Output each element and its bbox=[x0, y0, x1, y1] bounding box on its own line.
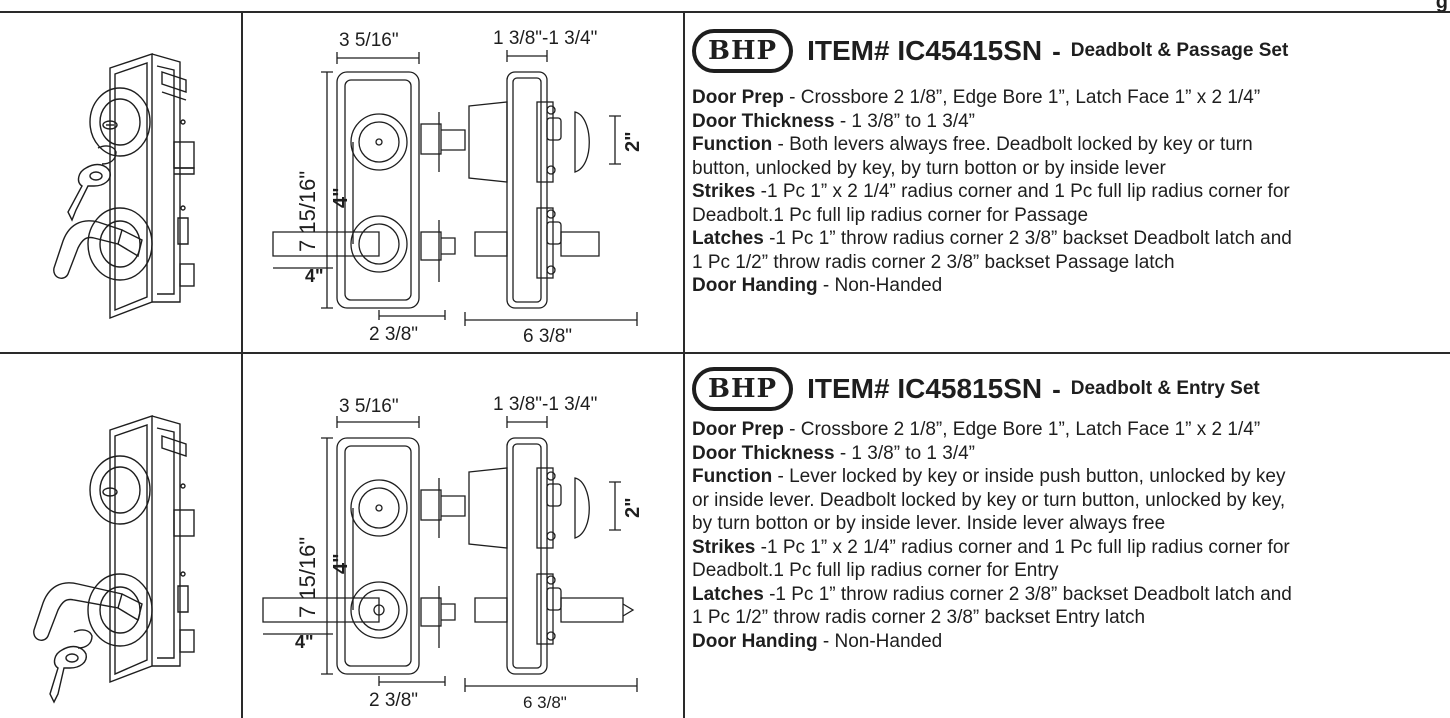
spec-list: Door Prep - Crossbore 2 1/8”, Edge Bore … bbox=[692, 418, 1450, 653]
spec-latches-cont: 1 Pc 1/2” throw radis corner 2 3/8” back… bbox=[692, 251, 1175, 273]
isometric-drawing-cell bbox=[2, 354, 241, 718]
spec-function: Function - Both levers always free. Dead… bbox=[692, 134, 1253, 155]
spec-strikes: Strikes -1 Pc 1” x 2 1/4” radius corner … bbox=[692, 181, 1290, 202]
row-divider bbox=[0, 352, 1450, 354]
dimension-drawing-cell: 3 5/16" 1 3/8"-1 3/4" 7 15/16" 4" 4" 2 3… bbox=[243, 354, 683, 718]
product-row-passage: 3 5/16" 1 3/8"-1 3/4" 7 15/16" 4" 4" 2 3… bbox=[0, 12, 1450, 352]
dim-width-label: 3 5/16" bbox=[339, 396, 399, 417]
spec-door-prep: Door Prep - Crossbore 2 1/8”, Edge Bore … bbox=[692, 419, 1261, 440]
page-mark: g bbox=[1435, 0, 1448, 13]
spec-strikes: Strikes -1 Pc 1” x 2 1/4” radius corner … bbox=[692, 536, 1290, 558]
dim-door-range-label: 1 3/8"-1 3/4" bbox=[493, 394, 597, 415]
spec-function-cont: or inside lever. Deadbolt locked by key … bbox=[692, 489, 1286, 511]
spec-function-cont-2: by turn botton or by inside lever. Insid… bbox=[692, 513, 1166, 534]
dimension-drawing: 3 5/16" 1 3/8"-1 3/4" 7 15/16" 4" 4" 2 3… bbox=[262, 394, 644, 712]
spec-latches-cont: 1 Pc 1/2” throw radis corner 2 3/8” back… bbox=[692, 607, 1146, 628]
spec-door-handing: Door Handing - Non-Handed bbox=[692, 630, 943, 652]
dim-bolt-label: 2" bbox=[622, 497, 644, 518]
spec-cell: BHP ITEM# IC45815SN - Deadbolt & Entry S… bbox=[685, 354, 1450, 718]
spec-door-handing: Door Handing - Non-Handed bbox=[692, 275, 943, 296]
dimension-drawing-cell: 3 5/16" 1 3/8"-1 3/4" 7 15/16" 4" 4" 2 3… bbox=[243, 12, 683, 352]
dim-lever-label: 4" bbox=[305, 266, 324, 286]
bhp-logo: BHP bbox=[692, 29, 794, 73]
dim-backset-label: 2 3/8" bbox=[369, 324, 418, 345]
dim-lever-label: 4" bbox=[295, 632, 314, 652]
product-subtitle: Deadbolt & Entry Set bbox=[1070, 378, 1260, 399]
spec-door-thickness: Door Thickness - 1 3/8” to 1 3/4” bbox=[692, 442, 976, 464]
dim-height-label: 7 15/16" bbox=[295, 171, 320, 252]
dim-door-range-label: 1 3/8"-1 3/4" bbox=[493, 28, 597, 49]
item-number: ITEM# IC45415SN bbox=[807, 35, 1043, 66]
isometric-lockset-drawing bbox=[33, 415, 195, 704]
dim-spacing-label: 4" bbox=[330, 553, 352, 574]
column-divider-right bbox=[683, 12, 685, 718]
dim-overall-label: 6 3/8" bbox=[523, 326, 572, 347]
dim-backset-label: 2 3/8" bbox=[369, 690, 418, 711]
spec-strikes-cont: Deadbolt.1 Pc full lip radius corner for… bbox=[692, 560, 1059, 581]
spec-latches: Latches -1 Pc 1” throw radius corner 2 3… bbox=[692, 228, 1292, 249]
dim-bolt-label: 2" bbox=[622, 131, 644, 152]
spec-latches: Latches -1 Pc 1” throw radius corner 2 3… bbox=[692, 583, 1292, 605]
product-row-entry: 3 5/16" 1 3/8"-1 3/4" 7 15/16" 4" 4" 2 3… bbox=[0, 354, 1450, 718]
item-number: ITEM# IC45815SN bbox=[807, 373, 1043, 404]
column-divider-left bbox=[241, 12, 243, 718]
dim-overall-label: 6 3/8" bbox=[523, 693, 567, 712]
title-separator: - bbox=[1052, 35, 1061, 66]
spec-door-prep: Door Prep - Crossbore 2 1/8”, Edge Bore … bbox=[692, 87, 1261, 108]
product-subtitle: Deadbolt & Passage Set bbox=[1070, 40, 1289, 61]
dimension-drawing: 3 5/16" 1 3/8"-1 3/4" 7 15/16" 4" 4" 2 3… bbox=[272, 28, 644, 347]
title-separator: - bbox=[1052, 373, 1061, 404]
spec-strikes-cont: Deadbolt.1 Pc full lip radius corner for… bbox=[692, 204, 1089, 226]
product-title: BHP ITEM# IC45415SN - Deadbolt & Passage… bbox=[692, 24, 1450, 78]
dim-spacing-label: 4" bbox=[330, 187, 352, 208]
isometric-drawing-cell bbox=[2, 12, 241, 352]
isometric-lockset-drawing bbox=[53, 53, 195, 320]
bhp-logo: BHP bbox=[692, 367, 794, 411]
table-top-border bbox=[0, 11, 1450, 13]
dim-height-label: 7 15/16" bbox=[295, 537, 320, 618]
dim-width-label: 3 5/16" bbox=[339, 30, 399, 51]
spec-function: Function - Lever locked by key or inside… bbox=[692, 466, 1286, 487]
spec-list: Door Prep - Crossbore 2 1/8”, Edge Bore … bbox=[692, 86, 1450, 298]
spec-door-thickness: Door Thickness - 1 3/8” to 1 3/4” bbox=[692, 110, 976, 132]
product-title: BHP ITEM# IC45815SN - Deadbolt & Entry S… bbox=[692, 364, 1450, 414]
spec-cell: BHP ITEM# IC45415SN - Deadbolt & Passage… bbox=[685, 12, 1450, 352]
spec-function-cont: button, unlocked by key, by turn botton … bbox=[692, 157, 1166, 179]
